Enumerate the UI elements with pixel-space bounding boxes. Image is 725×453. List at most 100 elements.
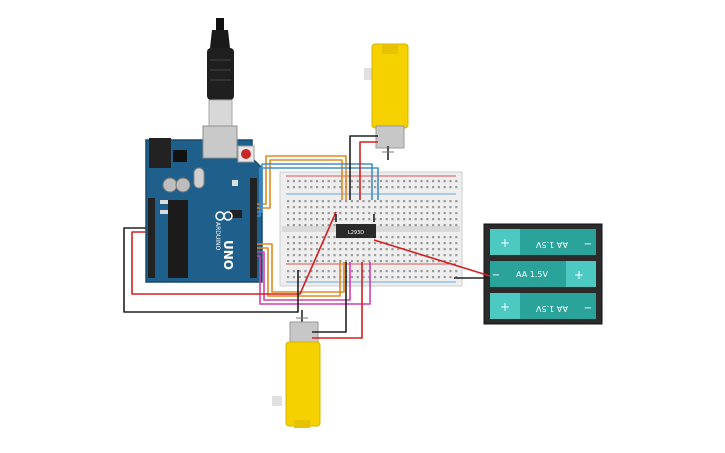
breadboard-hole[interactable]: [385, 224, 388, 227]
breadboard-hole[interactable]: [368, 254, 371, 257]
breadboard-hole[interactable]: [379, 224, 382, 227]
breadboard-hole[interactable]: [391, 254, 394, 257]
breadboard-hole[interactable]: [437, 236, 440, 239]
breadboard-hole[interactable]: [298, 242, 301, 245]
breadboard-hole[interactable]: [397, 206, 400, 209]
breadboard-hole[interactable]: [298, 248, 301, 251]
breadboard-hole[interactable]: [321, 186, 324, 189]
breadboard-hole[interactable]: [292, 276, 295, 279]
breadboard-hole[interactable]: [414, 180, 417, 183]
breadboard-hole[interactable]: [437, 224, 440, 227]
breadboard-hole[interactable]: [432, 218, 435, 221]
breadboard-hole[interactable]: [292, 218, 295, 221]
breadboard-hole[interactable]: [397, 242, 400, 245]
breadboard-hole[interactable]: [449, 260, 452, 263]
breadboard-hole[interactable]: [356, 248, 359, 251]
breadboard-hole[interactable]: [350, 248, 353, 251]
breadboard-hole[interactable]: [437, 270, 440, 273]
breadboard-hole[interactable]: [391, 270, 394, 273]
breadboard-hole[interactable]: [437, 200, 440, 203]
breadboard-hole[interactable]: [414, 242, 417, 245]
breadboard-hole[interactable]: [316, 260, 319, 263]
breadboard-hole[interactable]: [420, 218, 423, 221]
breadboard-hole[interactable]: [356, 218, 359, 221]
breadboard-hole[interactable]: [350, 270, 353, 273]
breadboard-hole[interactable]: [385, 186, 388, 189]
breadboard-hole[interactable]: [362, 186, 365, 189]
breadboard-hole[interactable]: [437, 260, 440, 263]
breadboard-hole[interactable]: [304, 206, 307, 209]
digital-header[interactable]: [250, 178, 257, 278]
breadboard-hole[interactable]: [339, 248, 342, 251]
breadboard-hole[interactable]: [362, 260, 365, 263]
breadboard-hole[interactable]: [391, 180, 394, 183]
breadboard-hole[interactable]: [287, 186, 290, 189]
breadboard-hole[interactable]: [437, 212, 440, 215]
breadboard-hole[interactable]: [310, 218, 313, 221]
breadboard-hole[interactable]: [350, 200, 353, 203]
breadboard-hole[interactable]: [333, 276, 336, 279]
breadboard-hole[interactable]: [362, 248, 365, 251]
breadboard-hole[interactable]: [426, 186, 429, 189]
breadboard-hole[interactable]: [408, 212, 411, 215]
breadboard-hole[interactable]: [379, 276, 382, 279]
breadboard-hole[interactable]: [426, 242, 429, 245]
breadboard-hole[interactable]: [397, 276, 400, 279]
breadboard-hole[interactable]: [455, 180, 458, 183]
breadboard-hole[interactable]: [379, 248, 382, 251]
breadboard-hole[interactable]: [385, 248, 388, 251]
breadboard-hole[interactable]: [356, 206, 359, 209]
breadboard-hole[interactable]: [310, 212, 313, 215]
breadboard-hole[interactable]: [304, 270, 307, 273]
breadboard-hole[interactable]: [339, 212, 342, 215]
breadboard-hole[interactable]: [420, 270, 423, 273]
breadboard-hole[interactable]: [316, 248, 319, 251]
breadboard-hole[interactable]: [310, 242, 313, 245]
breadboard-hole[interactable]: [420, 260, 423, 263]
breadboard-hole[interactable]: [327, 276, 330, 279]
breadboard-hole[interactable]: [298, 180, 301, 183]
breadboard-hole[interactable]: [455, 200, 458, 203]
breadboard-hole[interactable]: [420, 236, 423, 239]
breadboard-hole[interactable]: [316, 276, 319, 279]
breadboard-hole[interactable]: [339, 186, 342, 189]
breadboard-hole[interactable]: [426, 260, 429, 263]
breadboard-hole[interactable]: [345, 248, 348, 251]
breadboard-hole[interactable]: [345, 218, 348, 221]
breadboard-hole[interactable]: [391, 260, 394, 263]
breadboard-hole[interactable]: [403, 270, 406, 273]
breadboard-hole[interactable]: [403, 218, 406, 221]
breadboard-hole[interactable]: [304, 212, 307, 215]
breadboard-hole[interactable]: [345, 254, 348, 257]
breadboard-hole[interactable]: [385, 260, 388, 263]
breadboard-hole[interactable]: [426, 212, 429, 215]
breadboard-hole[interactable]: [298, 276, 301, 279]
breadboard-hole[interactable]: [408, 248, 411, 251]
breadboard-hole[interactable]: [316, 206, 319, 209]
breadboard-hole[interactable]: [333, 180, 336, 183]
breadboard-hole[interactable]: [397, 236, 400, 239]
breadboard-hole[interactable]: [374, 242, 377, 245]
breadboard-hole[interactable]: [287, 218, 290, 221]
breadboard-hole[interactable]: [397, 254, 400, 257]
breadboard-hole[interactable]: [403, 242, 406, 245]
breadboard-hole[interactable]: [432, 276, 435, 279]
breadboard-hole[interactable]: [327, 200, 330, 203]
breadboard-hole[interactable]: [368, 180, 371, 183]
breadboard-hole[interactable]: [321, 248, 324, 251]
arduino-board[interactable]: ARDUINO UNO: [145, 125, 263, 283]
breadboard-hole[interactable]: [339, 254, 342, 257]
breadboard-hole[interactable]: [356, 180, 359, 183]
breadboard-hole[interactable]: [350, 186, 353, 189]
breadboard-hole[interactable]: [403, 236, 406, 239]
breadboard-hole[interactable]: [292, 186, 295, 189]
breadboard-hole[interactable]: [310, 180, 313, 183]
breadboard-hole[interactable]: [403, 260, 406, 263]
breadboard-hole[interactable]: [449, 200, 452, 203]
breadboard-hole[interactable]: [379, 242, 382, 245]
breadboard-hole[interactable]: [374, 180, 377, 183]
breadboard-hole[interactable]: [403, 254, 406, 257]
breadboard-hole[interactable]: [304, 180, 307, 183]
breadboard-hole[interactable]: [345, 212, 348, 215]
breadboard-hole[interactable]: [397, 218, 400, 221]
